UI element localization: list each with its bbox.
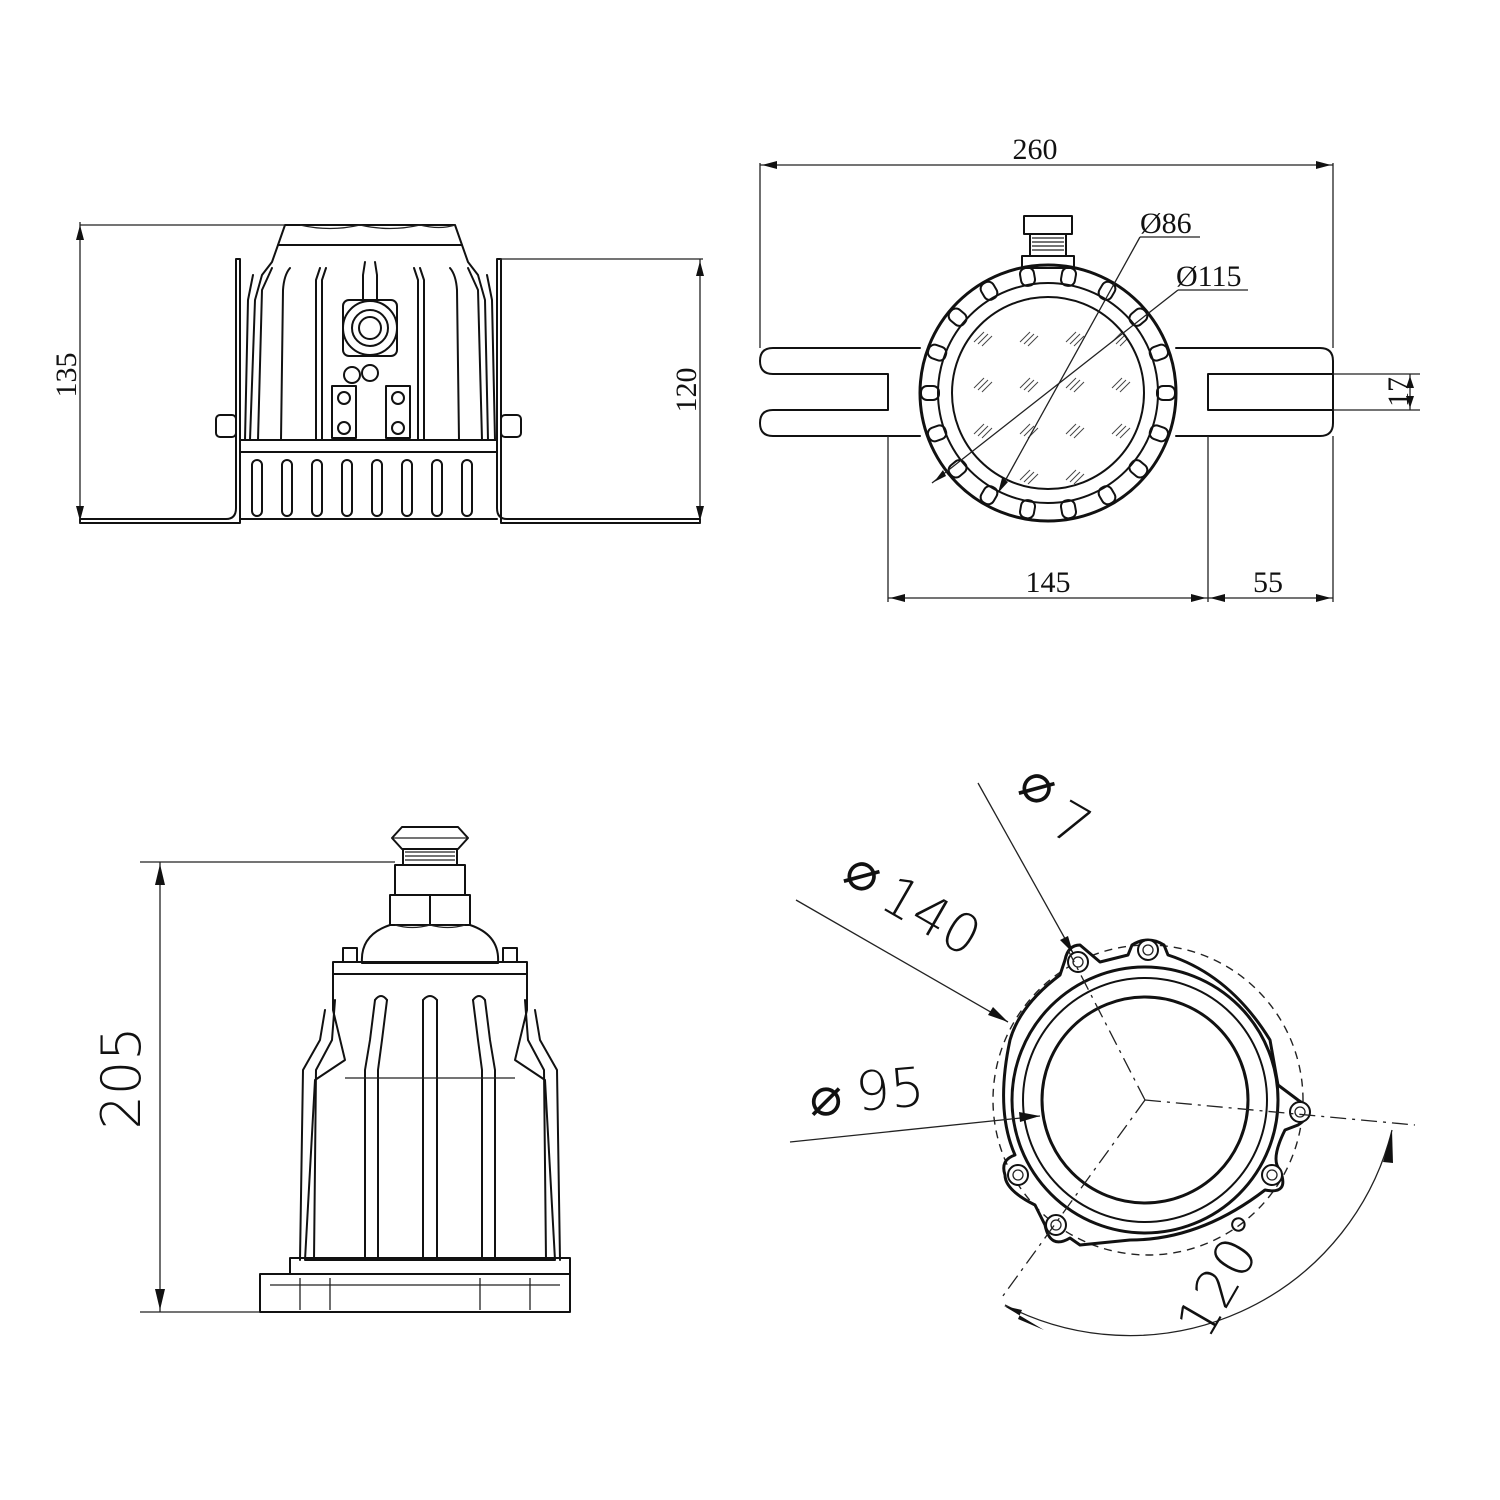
bottom-outer-body	[1010, 965, 1280, 1235]
side-cable-gland	[389, 826, 471, 929]
side-view: 205	[90, 826, 571, 1313]
bottom-opening	[1040, 995, 1250, 1205]
ring-boss	[979, 280, 999, 301]
dim-205-label: 205	[90, 1026, 153, 1129]
ring-boss	[1097, 485, 1117, 506]
front-view: 135 120	[50, 222, 704, 524]
dim-260-label: 260	[1013, 133, 1058, 166]
dim-d95-label: 95	[853, 1055, 927, 1124]
side-body	[304, 973, 556, 1261]
ring-boss	[1059, 499, 1077, 520]
side-base-plate	[259, 1273, 571, 1313]
front-lower-ribs	[251, 459, 473, 517]
ring-boss	[1156, 385, 1176, 401]
dim-120-angle-label: 120°	[1164, 1204, 1284, 1348]
dim-120-label: 120	[670, 368, 703, 413]
top-cable-gland	[1021, 215, 1075, 269]
ring-boss	[1148, 424, 1170, 443]
top-glass	[951, 296, 1145, 490]
ring-boss	[926, 424, 948, 443]
ring-boss	[1097, 280, 1117, 301]
bottom-view: ⌀ 7 ⌀ 140 ⌀ 95 120°	[789, 749, 1416, 1348]
dim-17	[1333, 373, 1420, 411]
ring-boss	[1059, 266, 1077, 287]
dim-135-label: 135	[50, 353, 83, 398]
front-cable-gland	[342, 299, 398, 357]
bottom-flange	[1002, 938, 1310, 1247]
front-fins	[244, 261, 496, 441]
dim-120	[500, 258, 704, 523]
front-right-bracket	[496, 258, 701, 524]
side-fins	[299, 995, 561, 1261]
dim-145-55	[887, 436, 1334, 602]
dim-d86-label: Ø86	[1140, 207, 1192, 240]
ring-boss	[1148, 343, 1170, 362]
top-ring-bosses	[920, 266, 1176, 520]
ring-boss	[947, 307, 968, 327]
dim-55-label: 55	[1253, 566, 1283, 599]
top-view: Ø86 Ø115 260 17	[759, 133, 1420, 602]
dim-d115-label: Ø115	[1176, 260, 1242, 293]
dim-145-label: 145	[1026, 566, 1071, 599]
top-right-bracket	[1175, 347, 1334, 437]
ring-boss	[1128, 307, 1149, 327]
ring-boss	[920, 385, 940, 401]
dim-17-label: 17	[1382, 377, 1415, 407]
side-dome	[360, 924, 500, 964]
bottom-bolt-holes	[1007, 939, 1311, 1236]
dim-d7-label: 7	[1041, 788, 1102, 860]
dim-d95-symbol: ⌀	[810, 1065, 843, 1128]
dim-260	[759, 161, 1334, 348]
dim-205	[140, 861, 395, 1313]
front-screws	[331, 364, 411, 439]
ring-boss	[947, 459, 968, 479]
front-right-lug	[500, 414, 522, 438]
front-left-bracket	[79, 258, 241, 524]
ring-boss	[926, 343, 948, 362]
ring-boss	[1019, 266, 1037, 287]
ring-boss	[1019, 499, 1037, 520]
top-left-bracket	[759, 347, 921, 437]
ring-boss	[1128, 459, 1149, 479]
ring-boss	[979, 485, 999, 506]
dim-135	[76, 222, 285, 523]
front-left-lug	[215, 414, 237, 438]
